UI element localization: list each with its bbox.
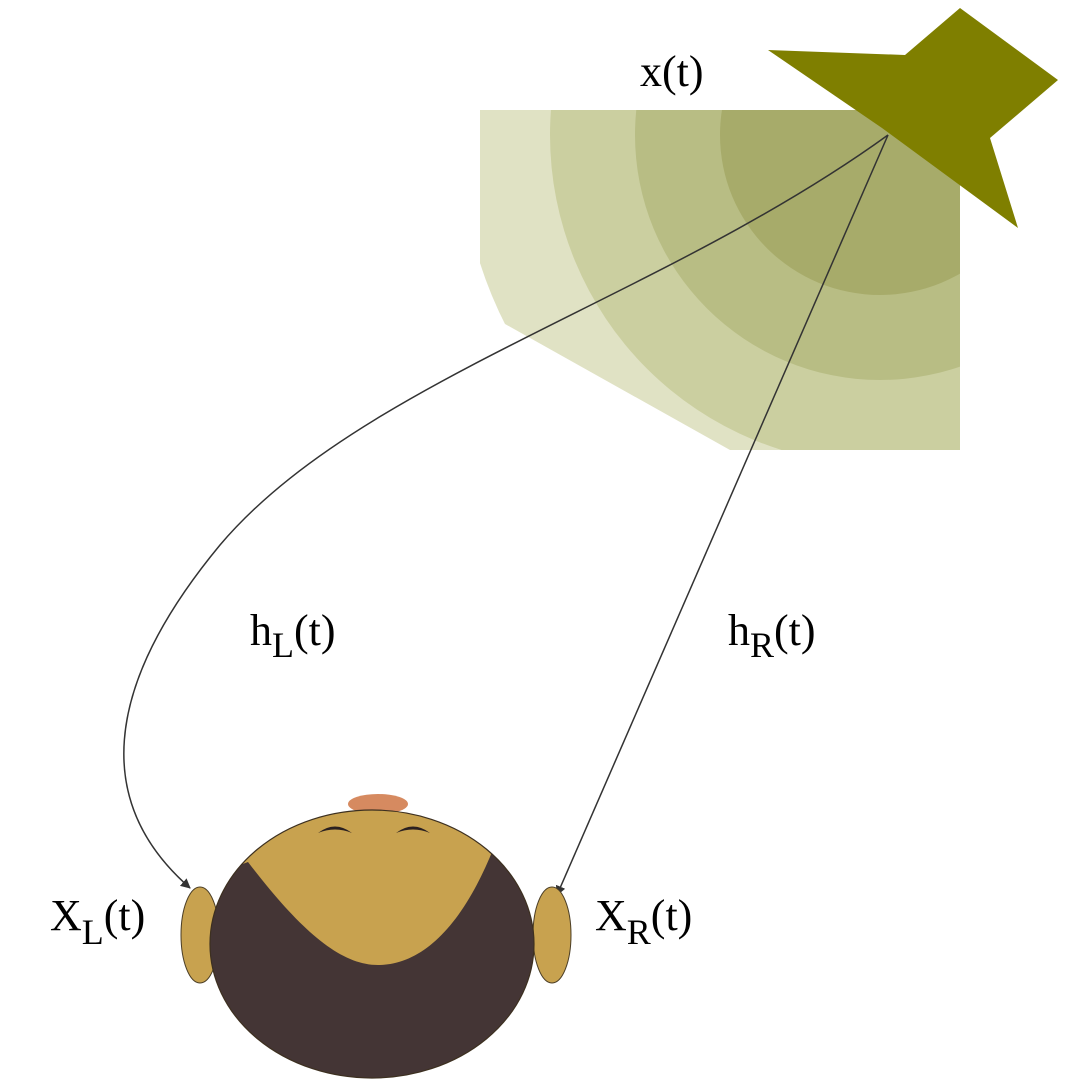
left-eye (318, 826, 352, 833)
source-label: x(t) (640, 47, 704, 96)
right-ear (532, 886, 572, 984)
speaker-icon (768, 8, 1058, 228)
left-ear-label: XL(t) (50, 891, 145, 952)
left-transfer-label: hL(t) (250, 606, 336, 665)
right-eye (396, 826, 430, 833)
right-transfer-label: hR(t) (728, 606, 816, 665)
listener-head (180, 794, 572, 1079)
nose (348, 794, 408, 814)
wave-ring-inner (720, 110, 960, 295)
right-path-arrow (556, 134, 889, 896)
sound-waves (480, 110, 960, 450)
left-path-arrow (123, 134, 889, 889)
hair (210, 852, 534, 1078)
right-ear-label: XR(t) (595, 891, 692, 952)
head-outline (209, 809, 535, 1079)
